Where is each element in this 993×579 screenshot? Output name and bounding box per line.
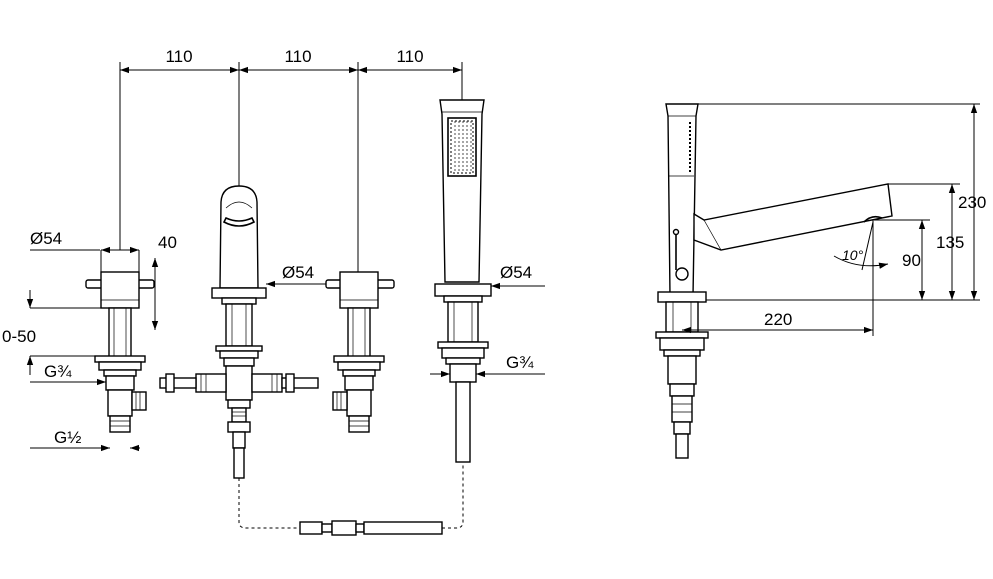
dim-spacing-1: 110 (165, 47, 192, 66)
dim-left-diameter: Ø54 (30, 229, 62, 248)
hand-shower (434, 99, 492, 463)
hose-connection (238, 462, 464, 536)
side-view (655, 103, 893, 459)
dim-reach: 220 (764, 310, 792, 329)
right-valve (325, 271, 395, 433)
handshower-dimensions (430, 282, 545, 378)
dim-height-total: 230 (958, 193, 986, 212)
dim-spacing-2: 110 (284, 47, 311, 66)
top-spacing-dimensions (119, 62, 463, 272)
dim-spout-diameter: Ø54 (282, 263, 314, 282)
dim-adjust-range: 0-50 (2, 327, 36, 346)
dim-spacing-3: 110 (396, 47, 423, 66)
dim-thread-left-top: G¾ (44, 362, 72, 381)
dim-thread-right: G¾ (506, 353, 534, 372)
side-view-dimensions (682, 103, 980, 336)
dim-thread-left-bottom: G½ (54, 428, 81, 447)
dim-angle: 10° (842, 247, 864, 263)
dim-height-spout: 135 (936, 233, 964, 252)
bath-spout (159, 185, 319, 479)
dim-rosette-height: 40 (158, 233, 177, 252)
left-valve (85, 271, 155, 433)
dim-height-outlet: 90 (902, 251, 921, 270)
left-valve-dimensions (26, 246, 159, 452)
dim-handshower-diameter: Ø54 (500, 263, 532, 282)
